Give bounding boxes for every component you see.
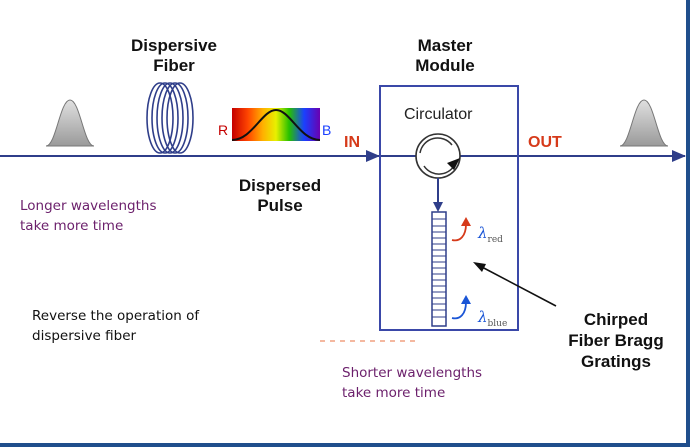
circulator-icon <box>415 133 461 179</box>
r-label: R <box>218 122 229 138</box>
dispersive-fiber-label: Dispersive Fiber <box>131 36 217 75</box>
input-pulse-icon <box>45 99 95 147</box>
in-arrow-icon <box>366 150 380 162</box>
longer-wavelengths-note: Longer wavelengths take more time <box>20 198 157 234</box>
reverse-operation-note: Reverse the operation of dispersive fibe… <box>32 308 200 344</box>
chirped-pointer-line <box>479 265 557 307</box>
master-module-label: Master Module <box>415 36 475 75</box>
fiber-coil-icon <box>146 82 194 154</box>
output-pulse-icon <box>619 99 669 147</box>
dispersed-pulse-label: Dispersed Pulse <box>238 176 322 215</box>
circulator-label: Circulator <box>404 106 473 123</box>
shorter-wavelengths-note: Shorter wavelengths take more time <box>342 365 483 401</box>
master-module-box <box>379 85 519 331</box>
lambda-blue-label: λblue <box>478 308 508 329</box>
in-label: IN <box>344 134 360 151</box>
b-label: B <box>322 122 332 138</box>
blue-reflection-arrow-icon <box>451 301 467 320</box>
out-label: OUT <box>528 134 562 151</box>
lambda-red-label: λred <box>478 224 503 245</box>
fiber-bragg-grating <box>431 211 447 327</box>
chirped-fbg-label: Chirped Fiber Bragg Gratings <box>568 310 664 371</box>
out-arrow-icon <box>672 150 686 162</box>
dispersed-pulse-curve <box>231 108 321 141</box>
red-reflection-arrow-icon <box>451 223 467 242</box>
